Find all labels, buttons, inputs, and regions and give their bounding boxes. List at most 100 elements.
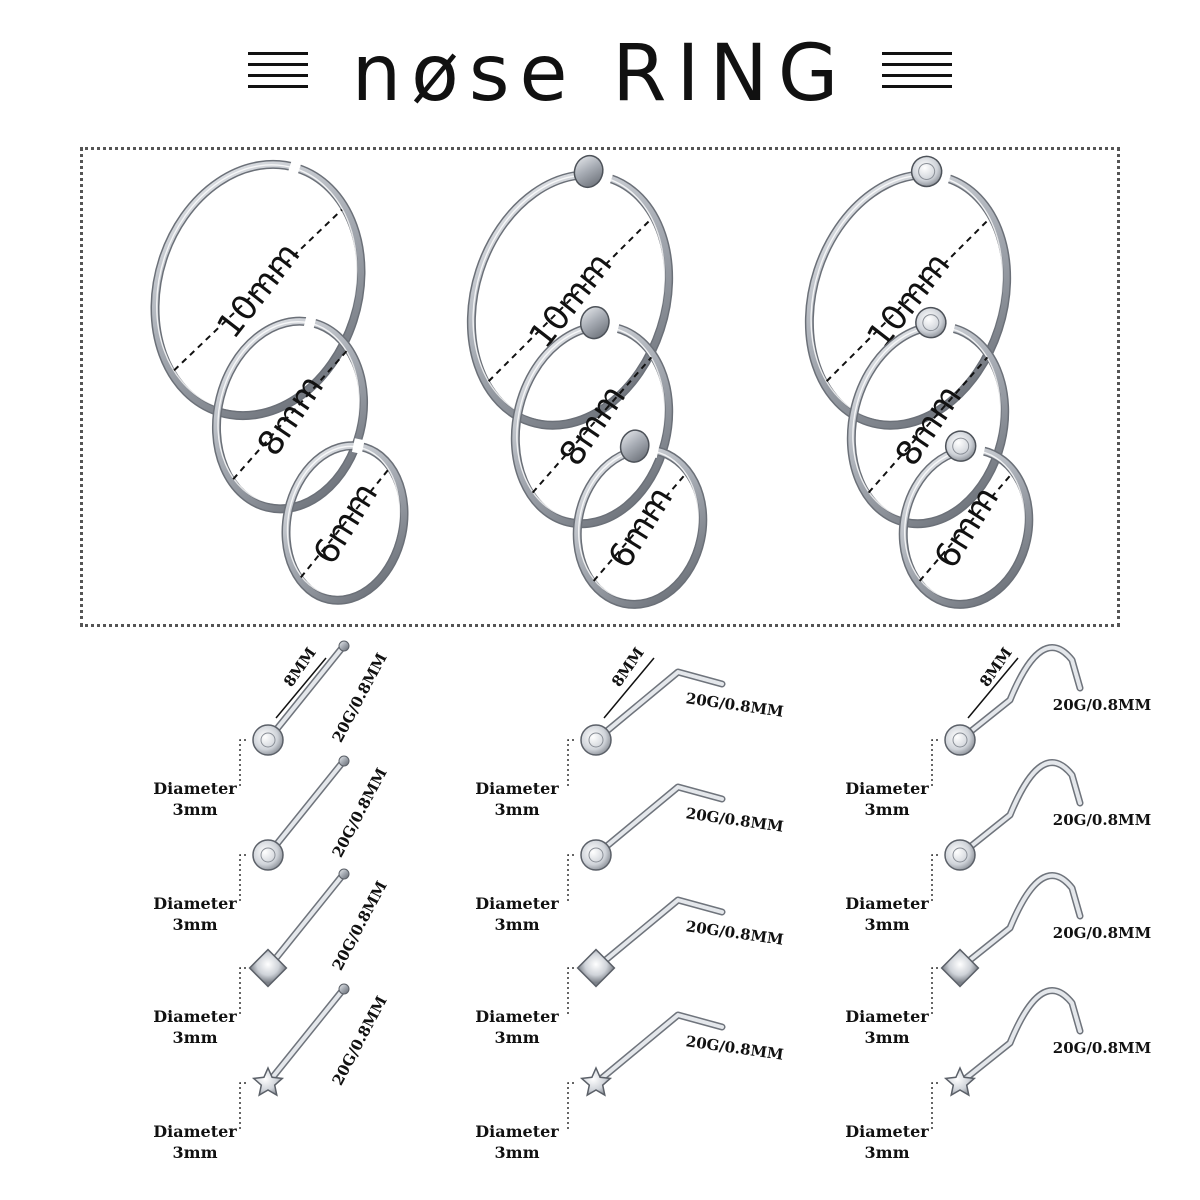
star-gem-icon <box>579 1066 613 1097</box>
diameter-label: Diameter 3mm <box>462 778 572 820</box>
stud-straight-bone-2: 20G/0.8MM <box>239 755 391 901</box>
diameter-leader <box>931 739 938 786</box>
diameter-line <box>531 356 653 494</box>
round-gem-icon <box>252 839 284 871</box>
hoop-gem-facet <box>918 162 936 180</box>
square-gem-icon <box>576 948 616 988</box>
title-decoration-right <box>882 52 952 96</box>
square-gem-icon <box>248 948 288 988</box>
diameter-leader <box>239 739 246 786</box>
gauge-label: 20G/0.8MM <box>1053 924 1151 942</box>
diameter-label-title: Diameter <box>845 1122 929 1141</box>
stud-post <box>266 989 344 1085</box>
hoop-opening <box>351 438 365 454</box>
stud-post-tip <box>338 983 350 995</box>
gem-facet <box>952 732 968 748</box>
round-gem-icon <box>944 724 976 756</box>
diameter-leader <box>239 1082 246 1129</box>
diameter-label-title: Diameter <box>475 1007 559 1026</box>
length-label: 8MM <box>608 644 648 690</box>
gem-facet <box>952 847 968 863</box>
stud-l-shape-4: 20G/0.8MM <box>567 1011 785 1129</box>
diameter-line <box>173 208 343 372</box>
diameter-line <box>592 472 688 582</box>
diameter-label-value: 3mm <box>864 1028 910 1047</box>
stud-l-shape-2: 20G/0.8MM <box>567 783 785 901</box>
diameter-leader <box>239 967 246 1014</box>
gauge-label: 20G/0.8MM <box>1053 811 1151 829</box>
diameter-label-value: 3mm <box>172 800 218 819</box>
stud-straight-bone-3: 20G/0.8MM <box>239 868 391 1014</box>
diameter-leader <box>931 1082 938 1129</box>
stud-post <box>594 898 724 970</box>
gem-facet <box>260 847 276 863</box>
gauge-label: 20G/0.8MM <box>685 1032 785 1064</box>
hoop-gem-end <box>915 306 947 339</box>
hoop-ball-end <box>579 306 610 340</box>
gem-facet <box>588 732 604 748</box>
diameter-leader <box>567 967 574 1014</box>
stud-post <box>958 873 1082 970</box>
stud-l-shape-1: 20G/0.8MM 8MM <box>567 644 785 786</box>
diameter-label: Diameter 3mm <box>832 1006 942 1048</box>
stud-post <box>958 645 1082 742</box>
stud-post-tip <box>338 755 350 767</box>
diameter-label-value: 3mm <box>172 1028 218 1047</box>
hoop-gem-end <box>944 430 977 462</box>
diameter-label-title: Diameter <box>845 1007 929 1026</box>
diameter-leader <box>239 854 246 901</box>
gauge-label: 20G/0.8MM <box>329 878 391 973</box>
stud-post <box>594 1013 724 1085</box>
stud-post <box>594 670 724 742</box>
diameter-label: Diameter 3mm <box>462 1006 572 1048</box>
diameter-leader <box>567 739 574 786</box>
star-gem-icon <box>943 1066 977 1097</box>
round-gem-icon <box>252 724 284 756</box>
diameter-label-title: Diameter <box>153 1007 237 1026</box>
stud-post-tip <box>338 640 350 652</box>
gauge-label: 20G/0.8MM <box>329 765 391 860</box>
hoop-opening <box>287 159 302 176</box>
gauge-label: 20G/0.8MM <box>685 689 785 721</box>
diameter-leader <box>567 854 574 901</box>
diameter-label-title: Diameter <box>845 894 929 913</box>
diameter-label-title: Diameter <box>475 779 559 798</box>
diameter-label-value: 3mm <box>494 1028 540 1047</box>
diameter-label-title: Diameter <box>475 894 559 913</box>
gem-facet <box>588 847 604 863</box>
length-dimension-line <box>967 657 1019 719</box>
hoop-panel <box>80 147 1120 627</box>
stud-screw-4: 20G/0.8MM <box>931 987 1151 1129</box>
round-gem-icon <box>580 724 612 756</box>
diameter-line <box>825 218 991 382</box>
hoop-opening <box>646 442 660 458</box>
hoop-gem-end <box>910 155 943 188</box>
hoop-size-label-10mm: 10mm <box>209 235 308 346</box>
hoop-opening <box>606 319 620 336</box>
hoop-size-label-6mm: 6mm <box>927 480 1007 576</box>
gauge-label: 20G/0.8MM <box>685 917 785 949</box>
diameter-label-value: 3mm <box>172 1143 218 1162</box>
diameter-line <box>918 472 1014 582</box>
round-gem-icon <box>580 839 612 871</box>
diameter-label-title: Diameter <box>845 779 929 798</box>
gauge-label: 20G/0.8MM <box>329 650 391 745</box>
hoop-size-label-6mm: 6mm <box>601 480 681 576</box>
hoop-size-label-10mm: 10mm <box>859 245 958 356</box>
hoop-ball-end <box>619 429 650 463</box>
round-gem-icon <box>944 839 976 871</box>
diameter-label-value: 3mm <box>494 800 540 819</box>
diameter-line <box>300 467 390 579</box>
diameter-label-title: Diameter <box>153 894 237 913</box>
hoop-opening <box>303 314 317 331</box>
stud-screw-2: 20G/0.8MM <box>931 759 1151 901</box>
gem-facet <box>260 732 276 748</box>
diameter-leader <box>931 854 938 901</box>
